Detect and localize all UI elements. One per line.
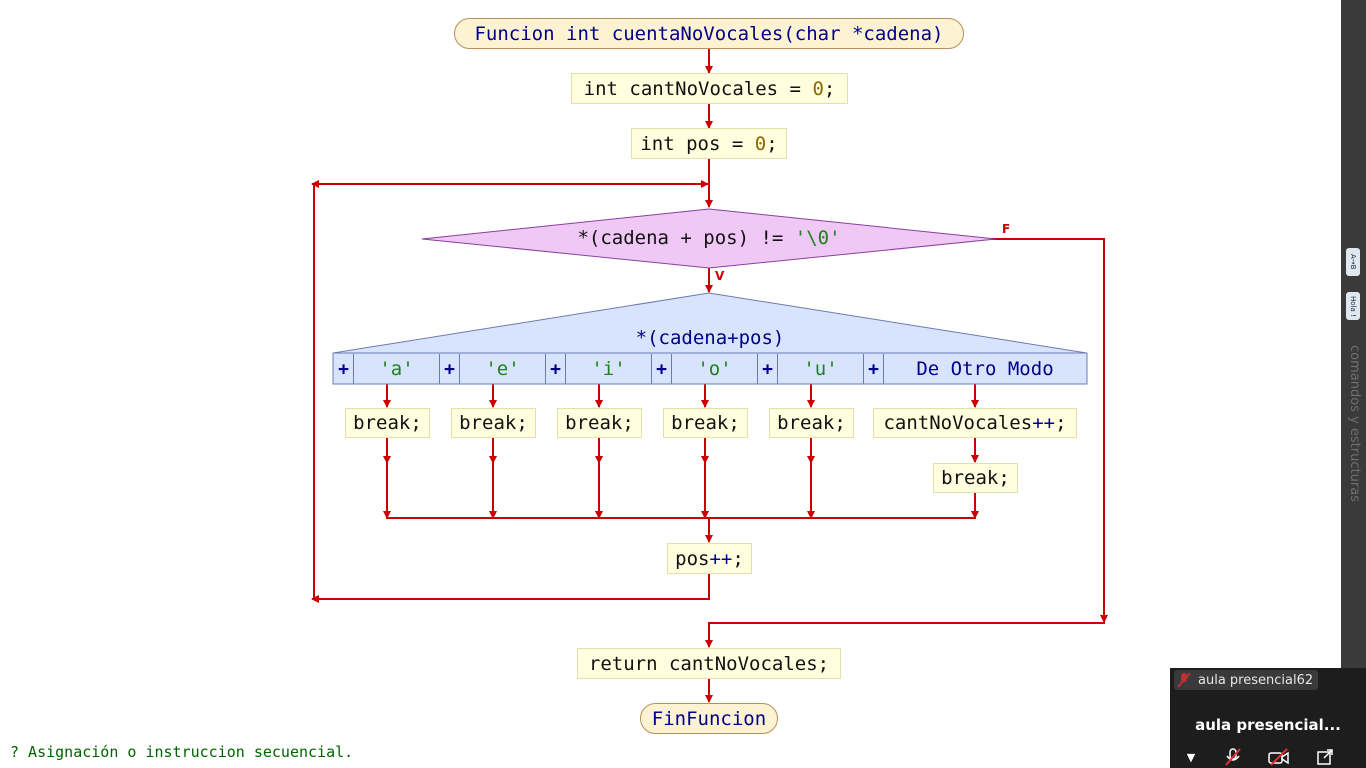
break-statement[interactable]: break; — [663, 408, 748, 438]
case-value-e[interactable]: 'e' — [460, 354, 546, 384]
case-add-button[interactable]: + — [440, 354, 460, 384]
while-condition[interactable]: *(cadena + pos) != '\0' — [520, 224, 898, 252]
status-hint: ? Asignación o instruccion secuencial. — [10, 743, 354, 761]
case-add-button[interactable]: + — [758, 354, 778, 384]
increment-var: cantNoVocales — [883, 412, 1033, 434]
increment-end: ; — [1055, 412, 1067, 434]
case-add-button[interactable]: + — [546, 354, 566, 384]
condition-literal: '\0' — [794, 227, 841, 249]
declaration-text: int cantNoVocales = — [583, 77, 813, 100]
break-statement[interactable]: break; — [451, 408, 536, 438]
break-statement[interactable]: break; — [345, 408, 430, 438]
case-value-o[interactable]: 'o' — [672, 354, 758, 384]
participant-name: aula presencial... — [1195, 716, 1341, 734]
popout-icon[interactable] — [1312, 746, 1338, 768]
false-branch-connector — [708, 238, 1105, 646]
case-add-button[interactable]: + — [652, 354, 672, 384]
dropdown-icon[interactable]: ▼ — [1186, 750, 1196, 764]
increment-cantnovocales[interactable]: cantNoVocales++; — [873, 408, 1077, 438]
declaration-value: 0 — [754, 132, 767, 155]
break-statement[interactable]: break; — [933, 463, 1018, 493]
case-value-a[interactable]: 'a' — [354, 354, 440, 384]
participant-tag: aula presencial62 — [1174, 670, 1319, 690]
declaration-end: ; — [823, 77, 836, 100]
declaration-text: int pos = — [640, 132, 755, 155]
declaration-pos[interactable]: int pos = 0; — [631, 128, 787, 159]
call-controls: ▼ — [1170, 746, 1366, 768]
return-statement[interactable]: return cantNoVocales; — [577, 648, 841, 679]
function-signature: int cuentaNoVocales(char *cadena) — [554, 22, 944, 45]
while-decision-shape — [421, 208, 997, 269]
function-keyword: Funcion — [474, 22, 555, 45]
break-statement[interactable]: break; — [769, 408, 854, 438]
mic-muted-icon — [1177, 672, 1191, 688]
side-panel[interactable] — [1341, 0, 1366, 768]
output-tool-icon[interactable]: Hola ! — [1346, 292, 1360, 320]
case-value-u[interactable]: 'u' — [778, 354, 864, 384]
condition-text: *(cadena + pos) != — [577, 227, 795, 249]
camera-off-icon[interactable] — [1266, 746, 1292, 768]
participant-tag-name: aula presencial62 — [1198, 672, 1314, 688]
declaration-value: 0 — [812, 77, 824, 100]
case-add-button[interactable]: + — [864, 354, 884, 384]
true-branch-label: V — [715, 269, 725, 283]
side-panel-label: comandos y estructuras — [1347, 345, 1362, 502]
increment-var: pos — [675, 547, 710, 570]
increment-operator: ++ — [709, 547, 733, 570]
video-call-panel[interactable]: aula presencial62 aula presencial... ▼ — [1170, 668, 1366, 768]
declaration-end: ; — [766, 132, 778, 155]
case-value-i[interactable]: 'i' — [566, 354, 652, 384]
declaration-cantnovocales[interactable]: int cantNoVocales = 0; — [571, 73, 848, 104]
false-branch-label: F — [1002, 222, 1011, 236]
increment-pos[interactable]: pos++; — [667, 543, 752, 574]
function-start-terminal[interactable]: Funcion int cuentaNoVocales(char *cadena… — [454, 18, 964, 49]
assignment-tool-icon[interactable]: A→B — [1346, 248, 1360, 276]
case-add-button[interactable]: + — [334, 354, 354, 384]
break-statement[interactable]: break; — [557, 408, 642, 438]
function-end-terminal[interactable]: FinFuncion — [640, 703, 778, 734]
switch-expression[interactable]: *(cadena+pos) — [635, 327, 785, 349]
default-case-label[interactable]: De Otro Modo — [916, 358, 1054, 380]
increment-end: ; — [732, 547, 744, 570]
mic-muted-icon[interactable] — [1220, 746, 1246, 768]
increment-operator: ++ — [1032, 412, 1056, 434]
switch-shape — [332, 292, 1088, 385]
